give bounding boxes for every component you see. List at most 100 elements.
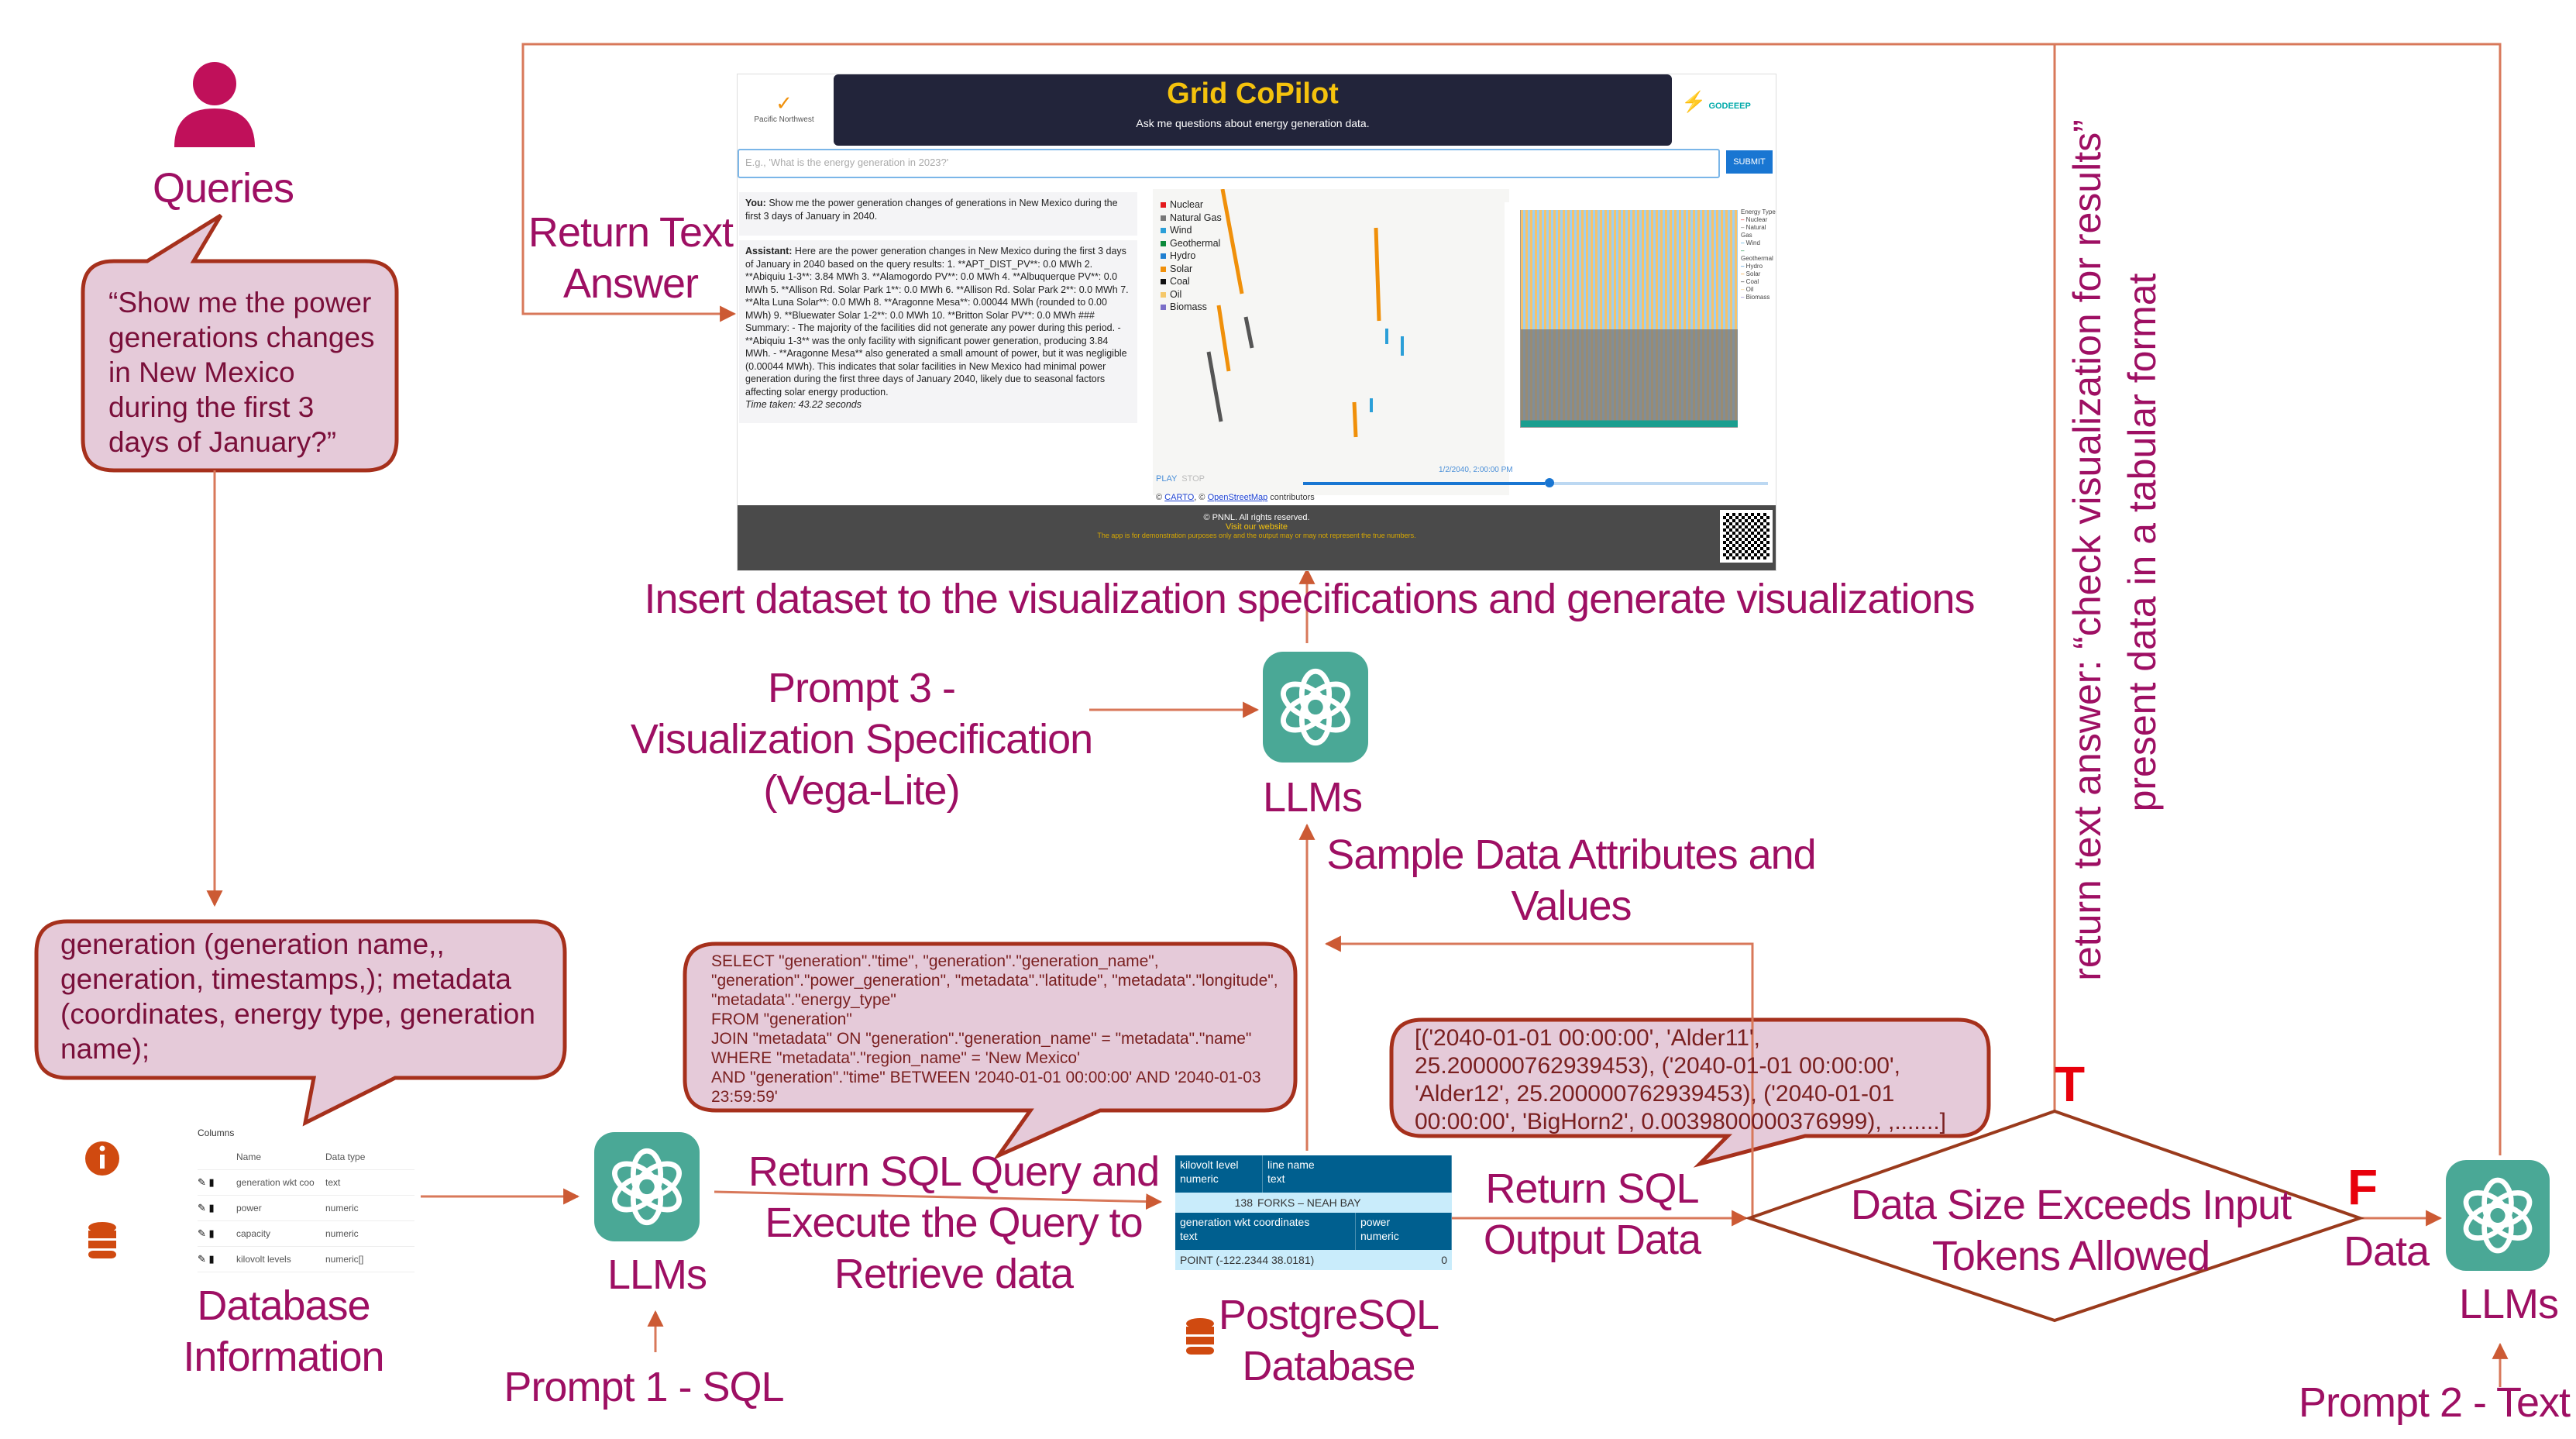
arrow-true-to-sample	[1324, 935, 1754, 1218]
edit-delete-icon[interactable]: ✎ ▮	[198, 1176, 215, 1188]
chart-legend-item: – Natural Gas	[1741, 224, 1766, 239]
edit-delete-icon[interactable]: ✎ ▮	[198, 1253, 215, 1265]
arrow-llm3-return-text	[521, 43, 2502, 1155]
app-footer: © PNNL. All rights reserved. Visit our w…	[738, 505, 1776, 570]
submit-button[interactable]: SUBMIT	[1726, 150, 1773, 174]
power-generation-chart: Energy Type– Nuclear– Natural Gas– Wind–…	[1505, 202, 1776, 470]
legend-item: Biomass	[1161, 301, 1222, 314]
columns-title: Columns	[198, 1127, 235, 1138]
false-label: F	[2347, 1159, 2378, 1215]
queries-label: Queries	[152, 165, 294, 212]
vertical-note-line1: return text answer: “check visualization…	[2065, 119, 2109, 981]
postgres-database-icon	[1186, 1318, 1214, 1355]
llm-text-icon	[2446, 1160, 2550, 1271]
app-title: Grid CoPilot	[1167, 77, 1339, 110]
chart-legend-item: – Oil	[1741, 286, 1754, 293]
pnnl-logo: ✓Pacific Northwest	[754, 91, 814, 124]
insert-step-label: Insert dataset to the visualization spec…	[644, 576, 1975, 622]
legend-item: Oil	[1161, 288, 1222, 301]
llm-text-label: LLMs	[2458, 1281, 2559, 1327]
decision-label: Data Size Exceeds Input Tokens Allowed	[1850, 1182, 2292, 1279]
schema-callout-text: generation (generation name,, generation…	[60, 928, 535, 1065]
qr-code	[1720, 510, 1773, 563]
sql-callout	[683, 942, 1298, 1160]
query-callout-text: “Show me the power generations changes i…	[108, 287, 375, 458]
legend-item: Solar	[1161, 263, 1222, 276]
data-label: Data	[2343, 1228, 2430, 1275]
db-columns-table: Columns Name Data type ✎ ▮generation wkt …	[198, 1127, 414, 1272]
legend-item: Nuclear	[1161, 198, 1222, 212]
prompt2-label: Prompt 2 - Text	[2298, 1379, 2571, 1426]
col-header-type: Data type	[325, 1152, 366, 1162]
return-text-label: Return Text Answer	[528, 209, 734, 307]
arrow-llm-to-db	[714, 1190, 1163, 1210]
chart-legend-item: – Hydro	[1741, 263, 1763, 270]
chart-plot-area	[1520, 210, 1738, 428]
true-label: T	[2055, 1056, 2086, 1112]
assistant-message: Assistant: Here are the power generation…	[739, 240, 1137, 423]
col-header-name: Name	[236, 1152, 262, 1162]
play-button[interactable]: PLAY	[1156, 474, 1178, 484]
llm-sql-label: LLMs	[607, 1251, 707, 1298]
query-callout	[81, 213, 399, 473]
question-input[interactable]: E.g., 'What is the energy generation in …	[738, 149, 1720, 178]
decision-diamond	[1744, 1109, 2365, 1323]
app-header: Grid CoPilot Ask me questions about ener…	[834, 74, 1672, 146]
vertical-note-line2: present data in a tabular format	[2120, 273, 2164, 812]
person-icon	[174, 62, 255, 147]
app-subtitle: Ask me questions about energy generation…	[1136, 117, 1370, 129]
openai-logo-icon	[1281, 668, 1350, 746]
website-link[interactable]: Visit our website	[1226, 522, 1288, 532]
llm-vis-label: LLMs	[1262, 774, 1363, 821]
database-information-label: Database Information	[183, 1282, 384, 1380]
grid-copilot-screenshot: ✓Pacific Northwest Grid CoPilot Ask me q…	[738, 74, 1776, 570]
database-icon	[88, 1222, 116, 1258]
chart-legend-item: – Solar	[1741, 270, 1761, 277]
slider-handle[interactable]	[1545, 478, 1554, 487]
osm-link[interactable]: OpenStreetMap	[1207, 493, 1268, 502]
postgres-label: PostgreSQL Database	[1218, 1292, 1439, 1389]
chart-legend-item: – Coal	[1741, 278, 1759, 285]
sample-step-label: Sample Data Attributes and Values	[1326, 831, 1816, 929]
chart-legend-item: – Biomass	[1741, 294, 1770, 301]
output-data-text: [('2040-01-01 00:00:00', 'Alder11', 25.2…	[1415, 1025, 1947, 1134]
legend-item: Coal	[1161, 275, 1222, 288]
table-row: POINT (-122.2344 38.0181)0	[1175, 1250, 1452, 1270]
edit-delete-icon[interactable]: ✎ ▮	[198, 1227, 215, 1239]
openai-logo-icon	[612, 1148, 682, 1226]
map-attribution: © CARTO, © OpenStreetMap contributors	[1156, 493, 1315, 502]
legend-item: Hydro	[1161, 250, 1222, 263]
stop-button[interactable]: STOP	[1181, 474, 1205, 484]
schema-callout	[34, 919, 567, 1127]
user-message: You: Show me the power generation change…	[739, 192, 1137, 236]
legend-item: Natural Gas	[1161, 212, 1222, 225]
carto-link[interactable]: CARTO	[1164, 493, 1195, 502]
play-stop-controls[interactable]: PLAY STOP	[1156, 474, 1205, 484]
llm-sql-icon	[594, 1132, 700, 1241]
slider-time: 1/2/2040, 2:00:00 PM	[1439, 466, 1513, 474]
legend-item: Wind	[1161, 224, 1222, 237]
info-icon	[85, 1141, 119, 1176]
edit-delete-icon[interactable]: ✎ ▮	[198, 1202, 215, 1214]
prompt3-label: Prompt 3 - Visualization Specification (…	[630, 665, 1093, 814]
llm-vis-icon	[1263, 652, 1368, 763]
time-slider[interactable]	[1303, 478, 1768, 487]
chart-legend-item: – Geothermal	[1741, 247, 1773, 262]
chart-legend: Energy Type– Nuclear– Natural Gas– Wind–…	[1741, 208, 1776, 301]
sql-step-label: Return SQL Query and Execute the Query t…	[748, 1148, 1160, 1297]
legend-item: Geothermal	[1161, 237, 1222, 250]
output-step-label: Return SQL Output Data	[1483, 1165, 1701, 1263]
